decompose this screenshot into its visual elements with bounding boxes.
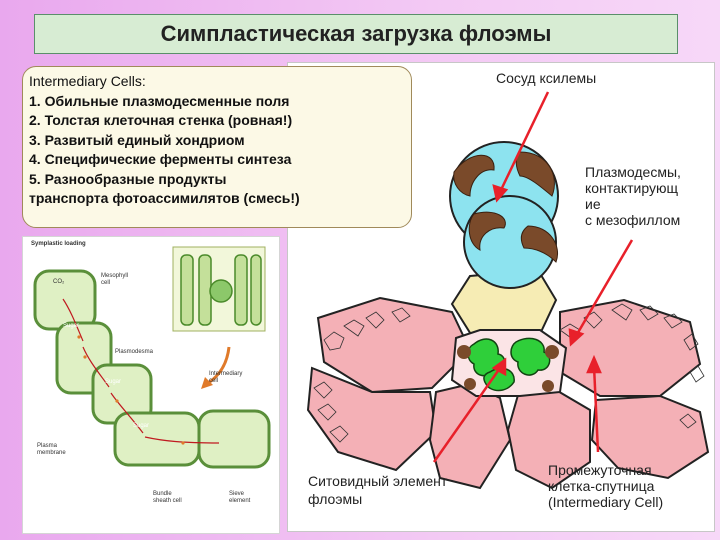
thumb-co2: CO₂ xyxy=(53,279,65,285)
slide-title: Симпластическая загрузка флоэмы xyxy=(160,21,552,46)
feature-item: транспорта фотоассимилятов (смесь!) xyxy=(29,190,300,206)
features-header: Intermediary Cells: xyxy=(29,73,146,89)
thumbnail-drawing xyxy=(33,246,271,469)
feature-item: 5. Разнообразные продукты xyxy=(29,170,227,187)
feature-item: 3. Развитый единый хондриом xyxy=(29,131,245,148)
features-box: Intermediary Cells: 1. Обильные плазмоде… xyxy=(22,66,412,228)
thumb-heading: Symplastic loading xyxy=(31,241,86,247)
arrows xyxy=(432,91,634,463)
brown-walls xyxy=(457,345,559,392)
thumb-sugar-2: Sugar xyxy=(105,379,122,385)
feature-item: 1. Обильные плазмодесменные поля xyxy=(29,92,290,109)
thumb-sugar-1: Sugar xyxy=(63,323,80,329)
label-plasmodesmata: Плазмодесмы, контактирующ ие с мезофилло… xyxy=(585,164,681,228)
label-companion-cell: Промежуточная клетка-спутница (Intermedi… xyxy=(548,462,664,510)
feature-item: 2. Толстая клеточная стенка (ровная!) xyxy=(29,112,293,128)
label-xylem-vessel: Сосуд ксилемы xyxy=(496,70,597,86)
vessel-thickenings xyxy=(453,151,558,263)
parenchyma-cells xyxy=(306,296,710,490)
label-sieve-element: Ситовидный элемент флоэмы xyxy=(308,473,448,507)
sieve-elements xyxy=(467,337,551,392)
feature-item: 4. Специфические ферменты синтеза xyxy=(29,151,292,167)
thumb-sugar-3: Sugar xyxy=(133,423,150,429)
thumb-plasmodesma: Plasmodesma xyxy=(115,349,154,355)
title-box: Симпластическая загрузка флоэмы xyxy=(34,14,678,54)
